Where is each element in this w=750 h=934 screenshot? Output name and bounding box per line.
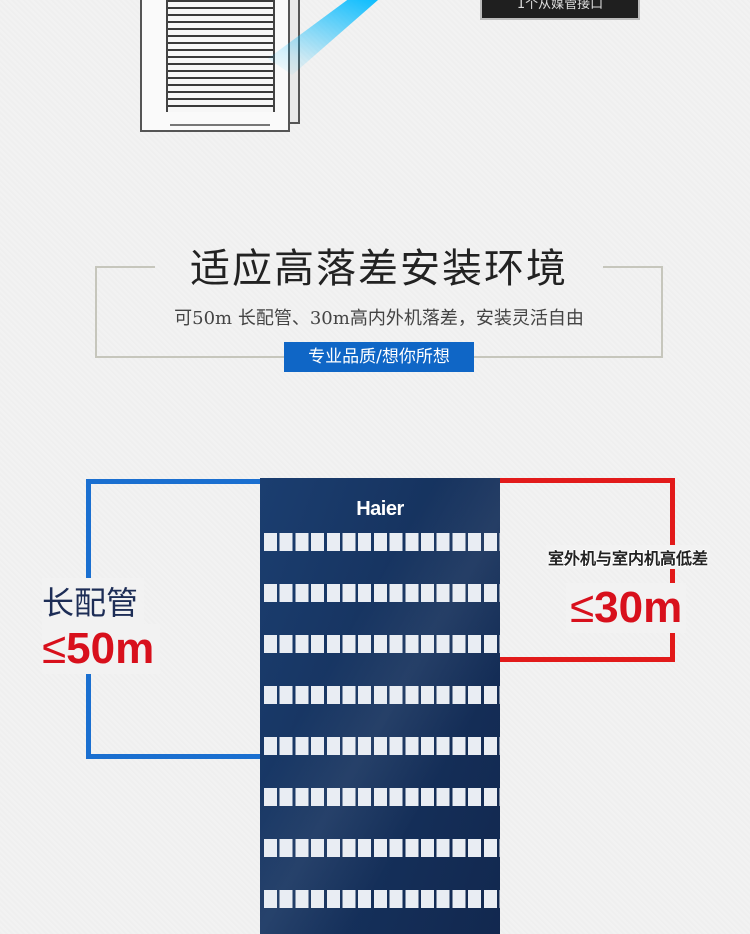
air-conditioner-illustration: [140, 0, 300, 140]
vent-row: [264, 737, 500, 755]
pipe-length-label: 长配管: [42, 578, 145, 624]
sub-heading: 可50m 长配管、30m高内外机落差，安装灵活自由: [174, 308, 584, 329]
less-equal-symbol: ≤: [570, 583, 595, 632]
ac-grille: [166, 0, 275, 112]
vent-row: [264, 533, 500, 551]
top-callout-label: 1个从媒管接口: [480, 0, 640, 20]
ac-base: [170, 120, 270, 126]
vent-row: [264, 788, 500, 806]
tower-sheen: [260, 478, 500, 934]
haier-logo: Haier: [356, 498, 404, 520]
indoor-unit-tower: Haier: [260, 478, 500, 934]
main-heading: 适应高落差安装环境: [190, 246, 568, 292]
height-difference-number: 30m: [594, 583, 683, 632]
vent-row: [264, 635, 500, 653]
pipe-length-number: 50m: [66, 624, 155, 673]
height-difference-bracket: [497, 478, 675, 662]
pipe-length-value: ≤50m: [42, 624, 161, 674]
vent-row: [264, 686, 500, 704]
vent-row: [264, 839, 500, 857]
vent-row: [264, 890, 500, 908]
height-difference-value: ≤30m: [566, 583, 687, 633]
slogan-badge: 专业品质/想你所想: [284, 342, 474, 372]
frame-top-left-line: [95, 266, 155, 268]
frame-top-right-line: [603, 266, 663, 268]
less-equal-symbol: ≤: [42, 624, 67, 673]
height-difference-label: 室外机与室内机高低差: [546, 545, 711, 569]
vent-row: [264, 584, 500, 602]
